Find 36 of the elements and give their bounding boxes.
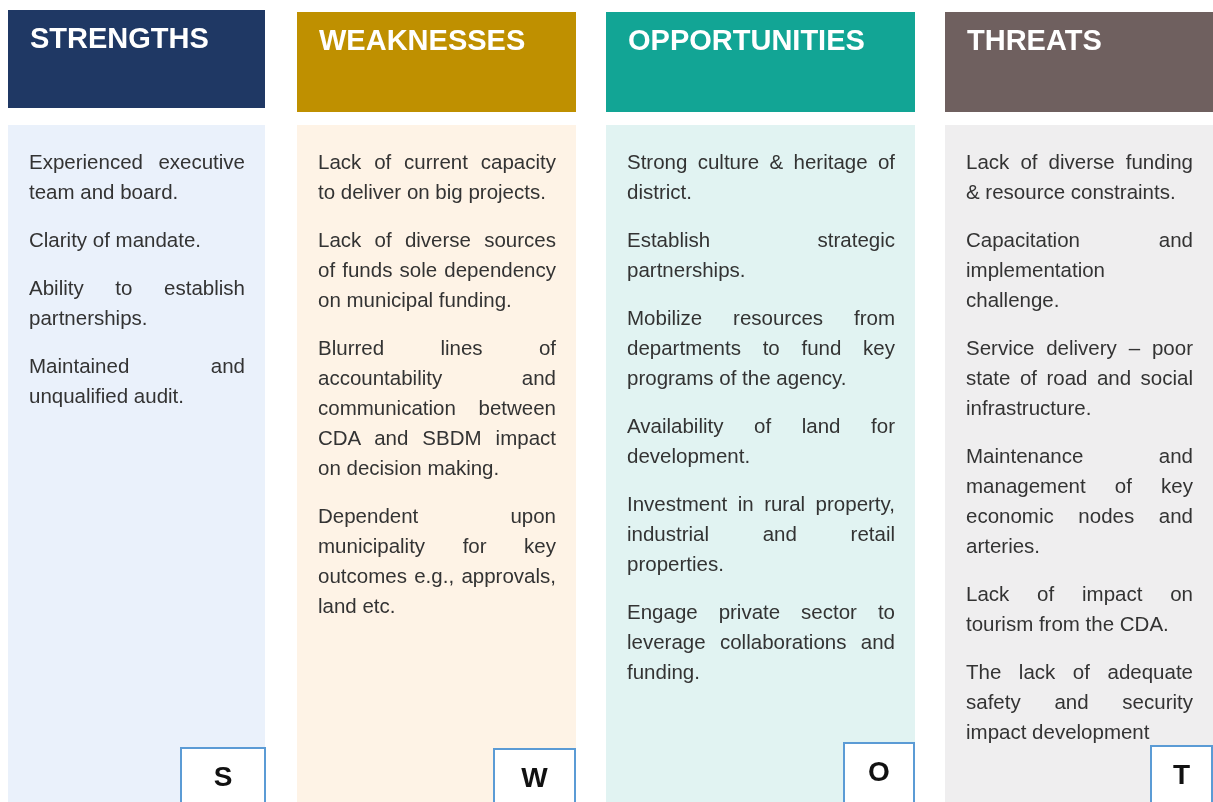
letter-tag: O — [843, 742, 915, 802]
header-title: WEAKNESSES — [319, 24, 526, 57]
bullet-text: Availability of land for development. — [627, 413, 895, 469]
bullet-text: Capacitation and implementation challenge. — [966, 227, 1193, 313]
header-box — [297, 12, 576, 112]
bullet-text: Service delivery – poor state of road and social infrastructure. — [966, 335, 1193, 421]
bullet-text: Strong culture & heritage of district. — [627, 149, 895, 205]
bullet-text: Engage private sector to leverage collaborations and funding. — [627, 599, 895, 685]
bullet-text: Experienced executive team and board. — [29, 149, 245, 205]
header-title: THREATS — [967, 24, 1102, 57]
letter-tag: S — [180, 747, 266, 802]
letter-tag: T — [1150, 745, 1213, 802]
bullet-text: Ability to establish partnerships. — [29, 275, 245, 331]
bullet-text: Maintenance and management of key economic nodes and arteries. — [966, 443, 1193, 559]
header-box — [945, 12, 1213, 112]
bullet-text: Lack of impact on tourism from the CDA. — [966, 581, 1193, 637]
bullet-text: Lack of diverse sources of funds sole dependency on municipal funding. — [318, 227, 556, 313]
column-panel — [606, 125, 915, 802]
bullet-text: Dependent upon municipality for key outcomes e.g., approvals, land etc. — [318, 503, 556, 619]
header-box — [8, 10, 265, 108]
header-box — [606, 12, 915, 112]
bullet-text: Maintained and unqualified audit. — [29, 353, 245, 409]
bullet-text: Lack of current capacity to deliver on big projects. — [318, 149, 556, 205]
bullet-text: Investment in rural property, industrial and retail properties. — [627, 491, 895, 577]
bullet-text: Establish strategic partnerships. — [627, 227, 895, 283]
column-panel — [8, 125, 265, 802]
bullet-text: Mobilize resources from departments to fund key programs of the agency. — [627, 305, 895, 391]
column-panel — [945, 125, 1213, 802]
letter-tag: W — [493, 748, 576, 802]
header-title: OPPORTUNITIES — [628, 24, 865, 57]
bullet-text: Blurred lines of accountability and communication between CDA and SBDM impact on decision making. — [318, 335, 556, 481]
bullet-text: The lack of adequate safety and security impact development — [966, 659, 1193, 745]
column-panel — [297, 125, 576, 802]
bullet-text: Lack of diverse funding & resource constraints. — [966, 149, 1193, 205]
header-title: STRENGTHS — [30, 22, 209, 55]
bullet-text: Clarity of mandate. — [29, 227, 203, 253]
